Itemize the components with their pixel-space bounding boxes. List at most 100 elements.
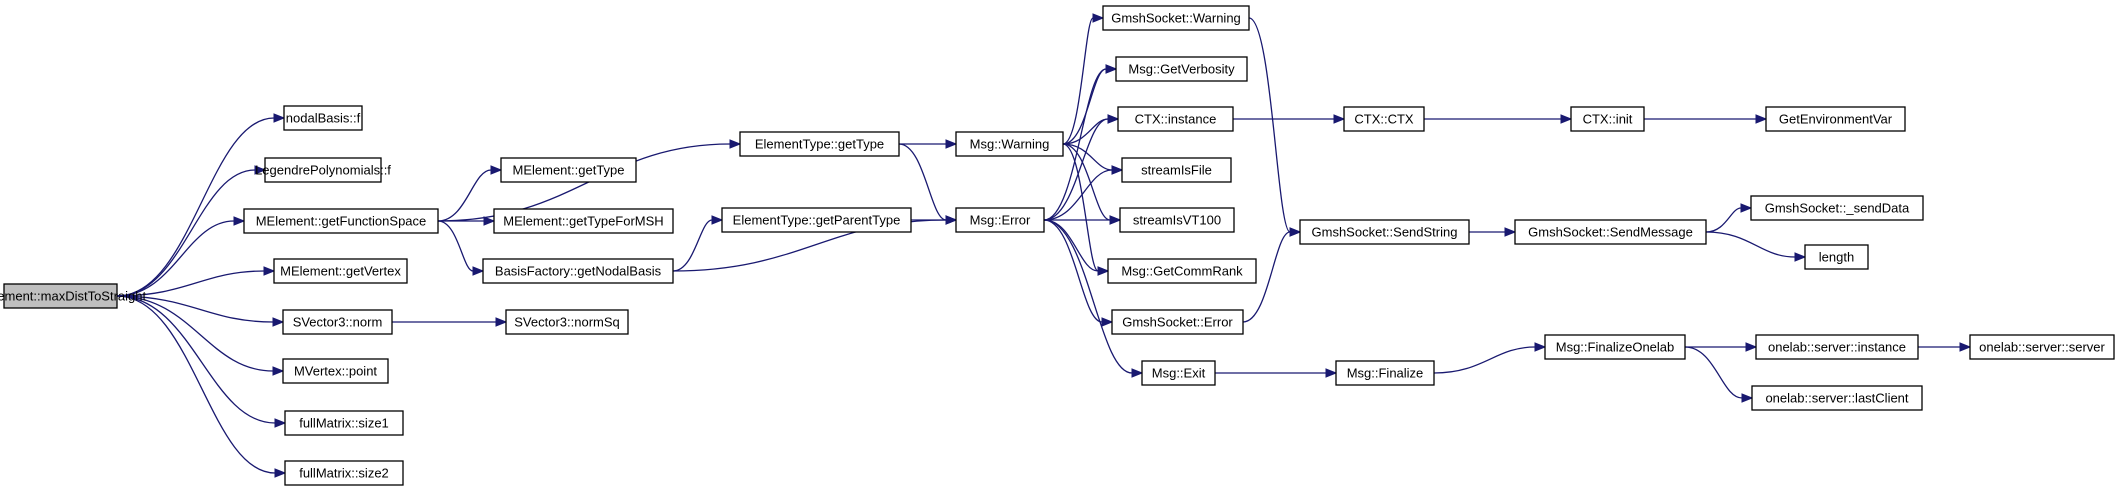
node-max-dist[interactable]: MElement::maxDistToStraight — [0, 283, 146, 309]
node-box — [500, 157, 637, 183]
edge-arrowhead — [1289, 227, 1302, 237]
node-et-get-type[interactable]: ElementType::getType — [739, 131, 900, 157]
node-label: fullMatrix::size2 — [299, 466, 389, 481]
edge-max-dist-to-get-fs — [116, 220, 235, 297]
node-box — [243, 208, 439, 234]
node-label: onelab::server::server — [1979, 340, 2105, 355]
edge-arrowhead — [945, 215, 958, 225]
node-stream-is-file[interactable]: streamIsFile — [1121, 157, 1232, 183]
node-label: onelab::server::lastClient — [1765, 391, 1908, 406]
node-label: MVertex::point — [294, 364, 377, 379]
node-label: CTX::instance — [1135, 112, 1217, 127]
node-gs-send-string[interactable]: GmshSocket::SendString — [1299, 219, 1470, 245]
node-gs-error[interactable]: GmshSocket::Error — [1111, 309, 1244, 335]
node-label: onelab::server::instance — [1768, 340, 1906, 355]
node-ctx-ctx[interactable]: CTX::CTX — [1343, 106, 1425, 132]
node-length[interactable]: length — [1804, 244, 1869, 270]
node-label: GmshSocket::Warning — [1111, 11, 1241, 26]
node-leg-f[interactable]: LegendrePolynomials::f — [255, 157, 391, 183]
edge-arrowhead — [1109, 215, 1122, 225]
node-box — [1102, 5, 1250, 31]
node-label: Msg::Error — [970, 213, 1031, 228]
edge-gs-send-message-to-gs-send-data — [1705, 207, 1742, 233]
node-et-get-parent[interactable]: ElementType::getParentType — [721, 207, 912, 233]
node-ol-last-client[interactable]: onelab::server::lastClient — [1751, 385, 1923, 411]
node-label: GmshSocket::SendMessage — [1528, 225, 1693, 240]
node-size1[interactable]: fullMatrix::size1 — [284, 410, 404, 436]
node-box — [1969, 334, 2115, 360]
node-msg-finalize-onelab[interactable]: Msg::FinalizeOnelab — [1544, 334, 1686, 360]
node-get-comm-rank[interactable]: Msg::GetCommRank — [1107, 258, 1257, 284]
edge-max-dist-to-leg-f — [116, 169, 256, 297]
node-label: ElementType::getParentType — [733, 213, 901, 228]
node-label: GetEnvironmentVar — [1779, 112, 1893, 127]
edge-gs-warning-to-gs-send-string — [1248, 17, 1291, 233]
node-box — [284, 410, 404, 436]
edge-arrowhead — [1092, 13, 1105, 23]
node-label: SVector3::norm — [293, 315, 383, 330]
node-ctx-init[interactable]: CTX::init — [1570, 106, 1645, 132]
edge-arrowhead — [1755, 114, 1768, 124]
node-label: Msg::GetVerbosity — [1128, 62, 1235, 77]
edge-arrowhead — [1111, 165, 1124, 175]
node-gs-warning[interactable]: GmshSocket::Warning — [1102, 5, 1250, 31]
node-box — [283, 105, 363, 131]
node-get-env-var[interactable]: GetEnvironmentVar — [1765, 106, 1906, 132]
node-msg-error[interactable]: Msg::Error — [955, 207, 1045, 233]
node-label: MElement::maxDistToStraight — [0, 289, 146, 304]
edge-arrowhead — [1105, 64, 1118, 74]
node-label: LegendrePolynomials::f — [255, 163, 391, 178]
node-label: GmshSocket::_sendData — [1765, 201, 1910, 216]
edge-max-dist-to-size1 — [116, 295, 276, 424]
edge-arrowhead — [254, 165, 267, 175]
edge-arrowhead — [1745, 342, 1758, 352]
node-msg-warning[interactable]: Msg::Warning — [955, 131, 1064, 157]
node-box — [505, 309, 629, 335]
node-label: MElement::getType — [513, 163, 625, 178]
edge-max-dist-to-nodal-f — [116, 117, 275, 297]
node-get-fs[interactable]: MElement::getFunctionSpace — [243, 208, 439, 234]
node-msg-exit[interactable]: Msg::Exit — [1141, 360, 1216, 386]
edge-msg-error-to-gs-error — [1043, 219, 1103, 323]
node-box — [264, 157, 382, 183]
nodes-layer: MElement::maxDistToStraight nodalBasis::f… — [0, 5, 2115, 486]
node-msg-finalize[interactable]: Msg::Finalize — [1335, 360, 1435, 386]
node-label: MElement::getTypeForMSH — [503, 214, 663, 229]
node-box — [1107, 258, 1257, 284]
node-gs-send-data[interactable]: GmshSocket::_sendData — [1750, 195, 1924, 221]
node-gs-send-message[interactable]: GmshSocket::SendMessage — [1514, 219, 1707, 245]
edge-msg-error-to-msg-exit — [1043, 219, 1133, 374]
node-me-get-type[interactable]: MElement::getType — [500, 157, 637, 183]
node-ol-instance[interactable]: onelab::server::instance — [1755, 334, 1919, 360]
edge-max-dist-to-size2 — [116, 295, 276, 474]
node-label: ElementType::getType — [755, 137, 884, 152]
node-sv3norm-sq[interactable]: SVector3::normSq — [505, 309, 629, 335]
node-sv3norm[interactable]: SVector3::norm — [282, 309, 393, 335]
node-label: Msg::GetCommRank — [1121, 264, 1243, 279]
edge-arrowhead — [1131, 368, 1144, 378]
node-get-vertex[interactable]: MElement::getVertex — [273, 258, 408, 284]
edge-arrowhead — [1107, 114, 1120, 124]
node-box — [1299, 219, 1470, 245]
node-box — [282, 309, 393, 335]
edge-max-dist-to-mvpoint — [116, 295, 274, 372]
edge-arrowhead — [1560, 114, 1573, 124]
edge-arrowhead — [945, 139, 958, 149]
node-bf-get-nodal[interactable]: BasisFactory::getNodalBasis — [482, 258, 674, 284]
node-nodal-f[interactable]: nodalBasis::f — [283, 105, 363, 131]
node-stream-is-vt100[interactable]: streamIsVT100 — [1119, 207, 1235, 233]
edge-gs-error-to-gs-send-string — [1242, 231, 1291, 323]
node-ol-server[interactable]: onelab::server::server — [1969, 334, 2115, 360]
node-box — [493, 208, 674, 234]
node-label: Msg::Warning — [970, 137, 1050, 152]
edge-arrowhead — [272, 317, 285, 327]
node-get-verbosity[interactable]: Msg::GetVerbosity — [1115, 56, 1248, 82]
node-ctx-instance[interactable]: CTX::instance — [1117, 106, 1234, 132]
node-size2[interactable]: fullMatrix::size2 — [284, 460, 404, 486]
edge-msg-finalize-to-msg-finalize-onelab — [1433, 346, 1536, 374]
edge-arrowhead — [1794, 252, 1807, 262]
node-label: Msg::Finalize — [1347, 366, 1424, 381]
node-mvpoint[interactable]: MVertex::point — [282, 358, 389, 384]
node-me-get-type-msh[interactable]: MElement::getTypeForMSH — [493, 208, 674, 234]
edge-arrowhead — [233, 216, 246, 226]
